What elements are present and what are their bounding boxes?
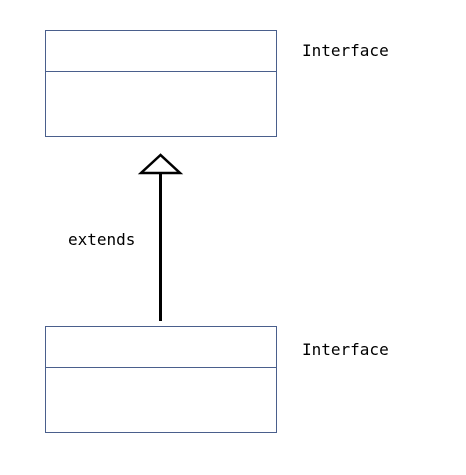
bottom-interface-box-outline bbox=[45, 326, 277, 433]
top-interface-box[interactable] bbox=[45, 30, 277, 137]
bottom-interface-stereotype-label: Interface bbox=[302, 340, 389, 359]
bottom-interface-box[interactable] bbox=[45, 326, 277, 433]
top-interface-box-outline bbox=[45, 30, 277, 137]
top-interface-stereotype-label: Interface bbox=[302, 41, 389, 60]
extends-arrow[interactable] bbox=[137, 153, 184, 321]
extends-arrow-head-icon bbox=[137, 153, 184, 175]
extends-relationship-label: extends bbox=[68, 230, 136, 249]
